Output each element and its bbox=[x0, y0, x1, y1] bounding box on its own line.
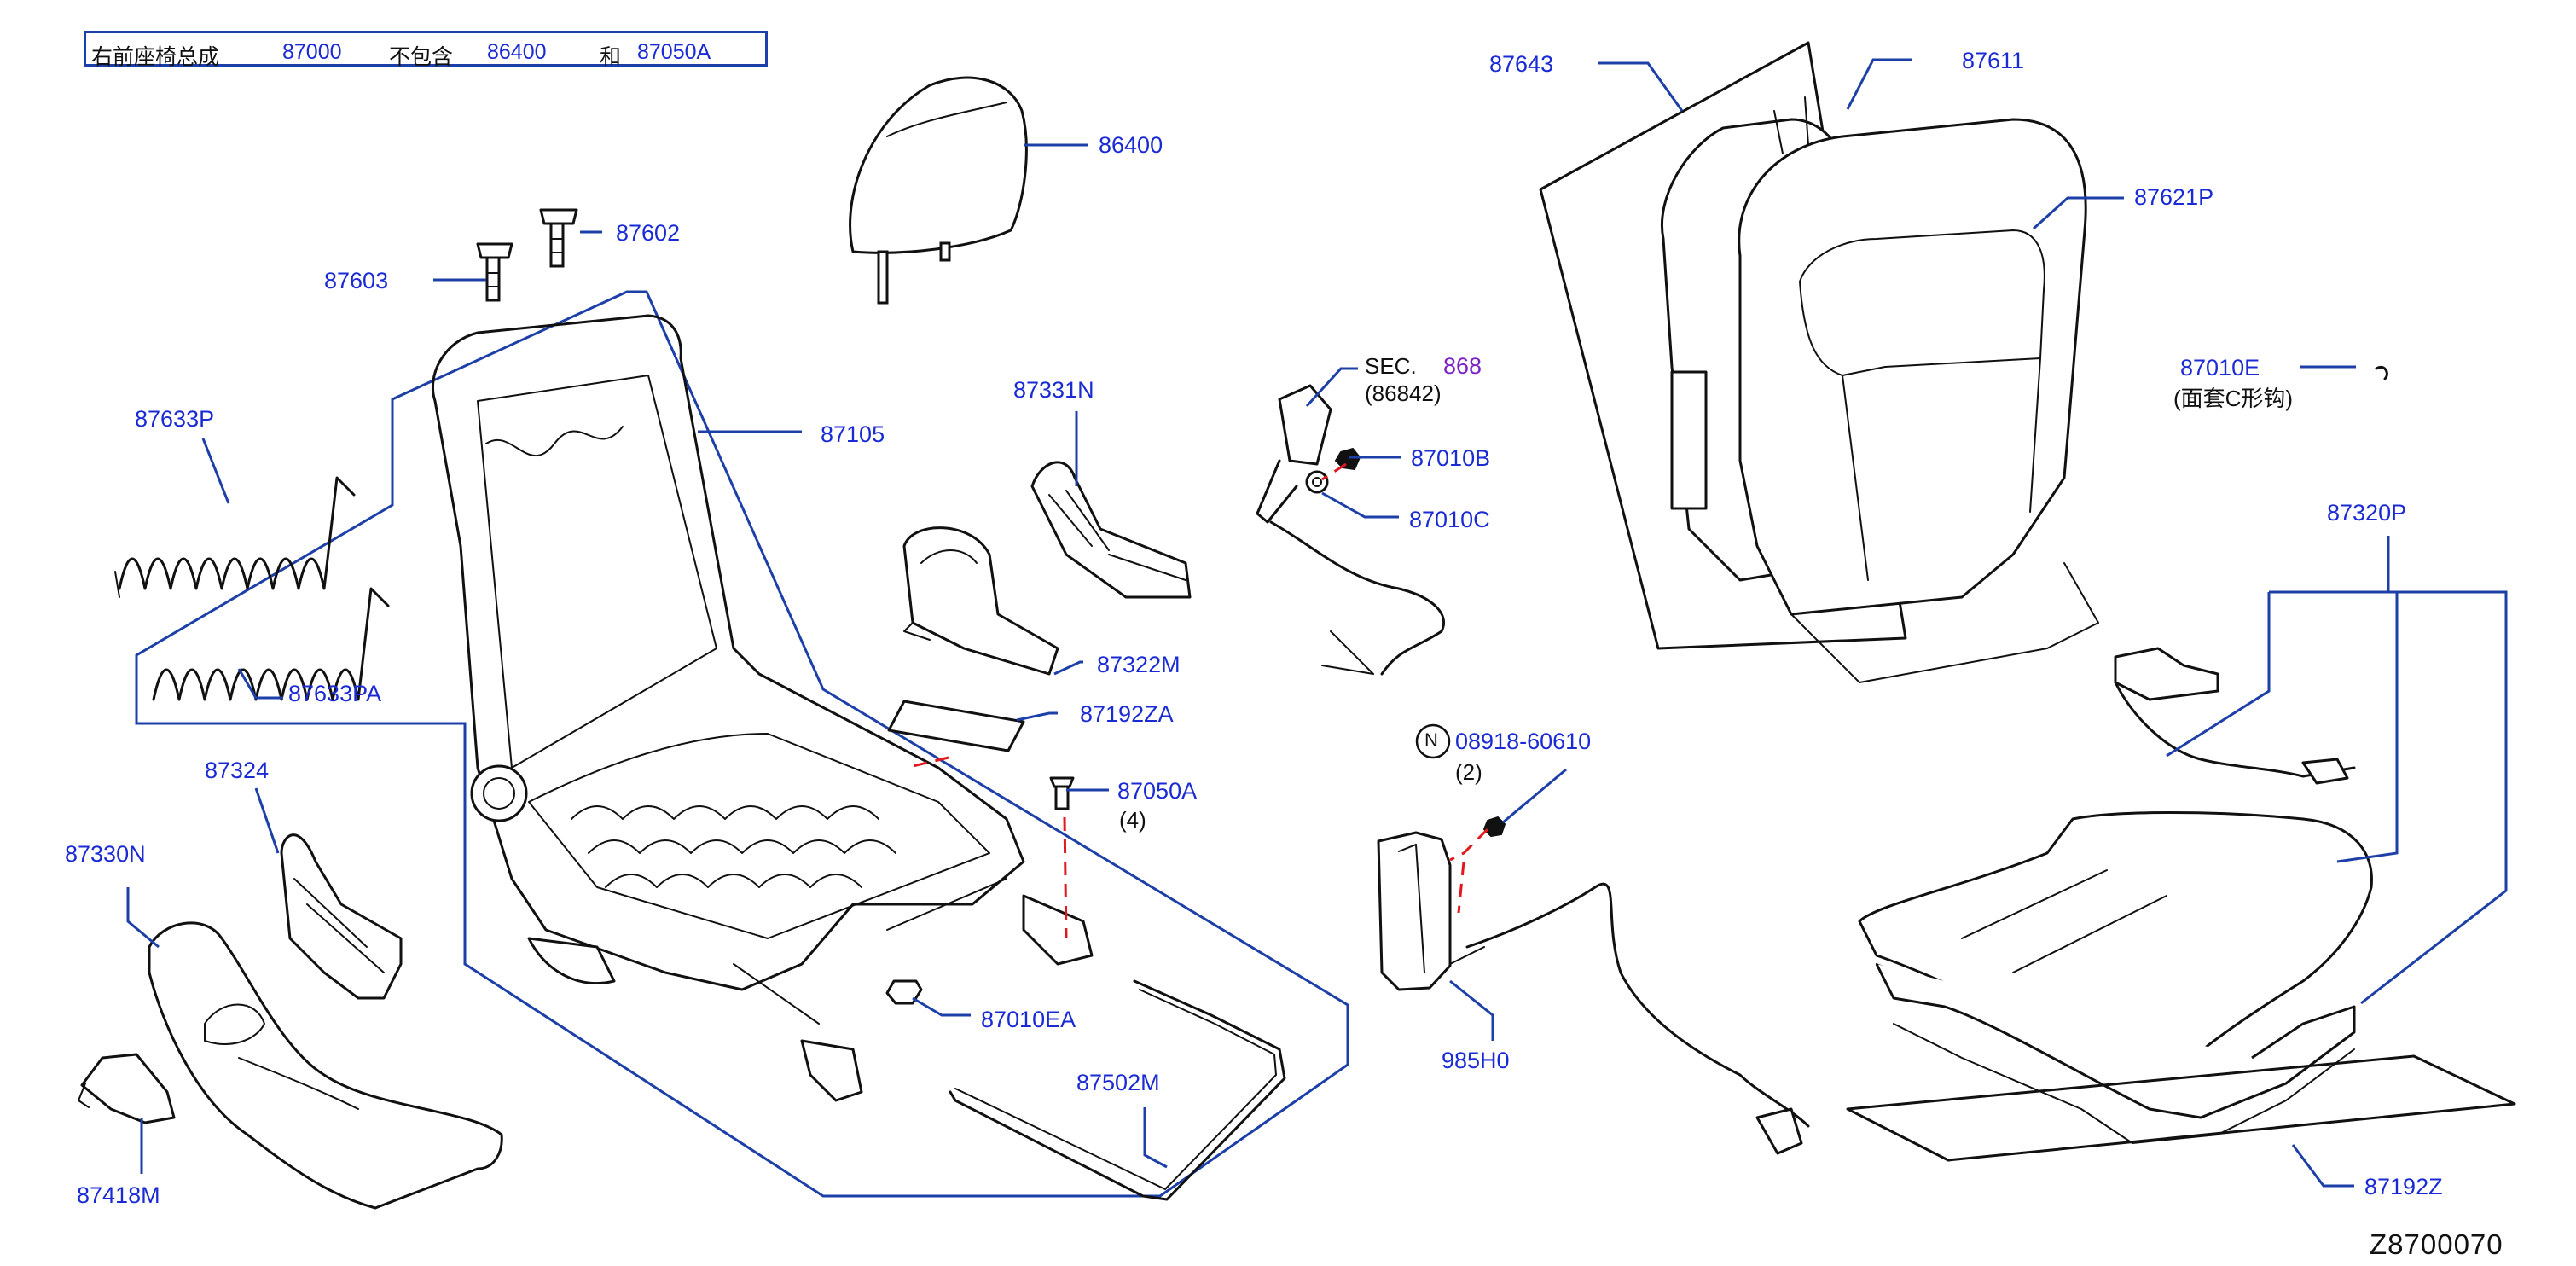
airbag-module-985H0[interactable] bbox=[1377, 831, 1810, 1155]
callout-87320P[interactable]: 87320P bbox=[2327, 500, 2407, 526]
finisher-87330N[interactable] bbox=[148, 921, 503, 1210]
cushion-harness-87320P[interactable] bbox=[2114, 647, 2356, 785]
callout-87324[interactable]: 87324 bbox=[205, 758, 270, 783]
spring-87633P[interactable] bbox=[114, 476, 356, 598]
headrest-86400[interactable] bbox=[849, 76, 1028, 305]
callout-87331N[interactable]: 87331N bbox=[1013, 377, 1094, 403]
wire-87502M[interactable] bbox=[949, 979, 1286, 1201]
header-exclude-part1[interactable]: 86400 bbox=[487, 40, 547, 64]
sec-sub-86842: (86842) bbox=[1365, 380, 1442, 406]
headrest-guide-87603[interactable] bbox=[476, 242, 513, 302]
callout-87643[interactable]: 87643 bbox=[1489, 51, 1554, 77]
cover-87331N[interactable] bbox=[1030, 461, 1192, 599]
nut-87010B[interactable] bbox=[1334, 447, 1361, 471]
seatback-plane-87643 bbox=[1539, 41, 1907, 650]
seat-frame-87105[interactable] bbox=[431, 314, 1094, 1102]
callout-87633P[interactable]: 87633P bbox=[135, 406, 215, 432]
header-assembly-no[interactable]: 87000 bbox=[282, 40, 342, 64]
callout-87105[interactable]: 87105 bbox=[821, 421, 885, 447]
callout-87010B[interactable]: 87010B bbox=[1411, 445, 1491, 471]
hook-87010E[interactable] bbox=[2375, 366, 2388, 380]
callout-87418M[interactable]: 87418M bbox=[77, 1182, 160, 1208]
callout-87502M[interactable]: 87502M bbox=[1076, 1070, 1160, 1095]
callout-87602[interactable]: 87602 bbox=[616, 220, 681, 246]
callout-87322M[interactable]: 87322M bbox=[1097, 652, 1181, 677]
sec-number-868[interactable]: 868 bbox=[1443, 353, 1482, 379]
callout-87010E[interactable]: 87010E bbox=[2180, 355, 2260, 380]
callout-08918-60610[interactable]: 08918-60610 bbox=[1455, 729, 1592, 754]
callout-87010E-note: (面套C形钩) bbox=[2173, 386, 2294, 411]
header-exclude-part2[interactable]: 87050A bbox=[637, 40, 711, 64]
n-marker-letter: N bbox=[1424, 729, 1438, 751]
header-and-text: 和 bbox=[600, 45, 622, 69]
diagram-code: Z8700070 bbox=[2370, 1228, 2503, 1260]
callout-87192ZA[interactable]: 87192ZA bbox=[1080, 701, 1174, 727]
leader-lines bbox=[126, 58, 2508, 1188]
seat-belt-buckle[interactable] bbox=[1256, 384, 1445, 676]
headrest-guide-87602[interactable] bbox=[539, 208, 578, 268]
bolt-87050A[interactable] bbox=[1049, 776, 1075, 810]
pad-87192ZA[interactable] bbox=[887, 700, 1025, 752]
callout-87010C[interactable]: 87010C bbox=[1409, 507, 1490, 532]
alignment-dashes bbox=[905, 462, 1489, 939]
callout-08918-qty: (2) bbox=[1455, 759, 1482, 785]
callout-87330N[interactable]: 87330N bbox=[65, 841, 146, 867]
callout-87611[interactable]: 87611 bbox=[1962, 48, 2025, 73]
knob-87418M[interactable] bbox=[78, 1053, 176, 1124]
clip-87010EA[interactable] bbox=[885, 979, 923, 1005]
callout-985H0[interactable]: 985H0 bbox=[1442, 1048, 1510, 1073]
callout-87050A-qty: (4) bbox=[1119, 807, 1146, 833]
header-exclude-text: 不包含 bbox=[389, 45, 454, 69]
n-marker-circle bbox=[1415, 723, 1451, 759]
header-desc: 右前座椅总成 bbox=[91, 45, 220, 69]
cover-87324[interactable] bbox=[280, 833, 403, 1000]
callout-87621P[interactable]: 87621P bbox=[2134, 184, 2214, 210]
callout-87192Z[interactable]: 87192Z bbox=[2364, 1174, 2443, 1199]
bracket-87322M[interactable] bbox=[902, 526, 1059, 676]
callout-87603[interactable]: 87603 bbox=[324, 268, 389, 293]
callout-87633PA[interactable]: 87633PA bbox=[288, 681, 382, 706]
cushion-plane-87192Z bbox=[1846, 1054, 2516, 1162]
washer-87010C[interactable] bbox=[1305, 470, 1329, 494]
nut-08918-60610[interactable] bbox=[1482, 816, 1506, 838]
sec-label: SEC. bbox=[1365, 353, 1417, 379]
frame-group-outline bbox=[135, 290, 1349, 1198]
callout-86400[interactable]: 86400 bbox=[1099, 132, 1163, 158]
wire-87502M-inner bbox=[954, 989, 1277, 1190]
seatback-cover-87621P[interactable] bbox=[1738, 118, 2099, 683]
assembly-header-box: 右前座椅总成 87000 不包含 86400 和 87050A bbox=[84, 31, 768, 69]
callout-87010EA[interactable]: 87010EA bbox=[981, 1007, 1076, 1032]
spring-87633PA[interactable] bbox=[152, 587, 390, 701]
callout-87050A[interactable]: 87050A bbox=[1117, 778, 1198, 804]
cushion-cover-87320P[interactable] bbox=[1858, 811, 2373, 1144]
